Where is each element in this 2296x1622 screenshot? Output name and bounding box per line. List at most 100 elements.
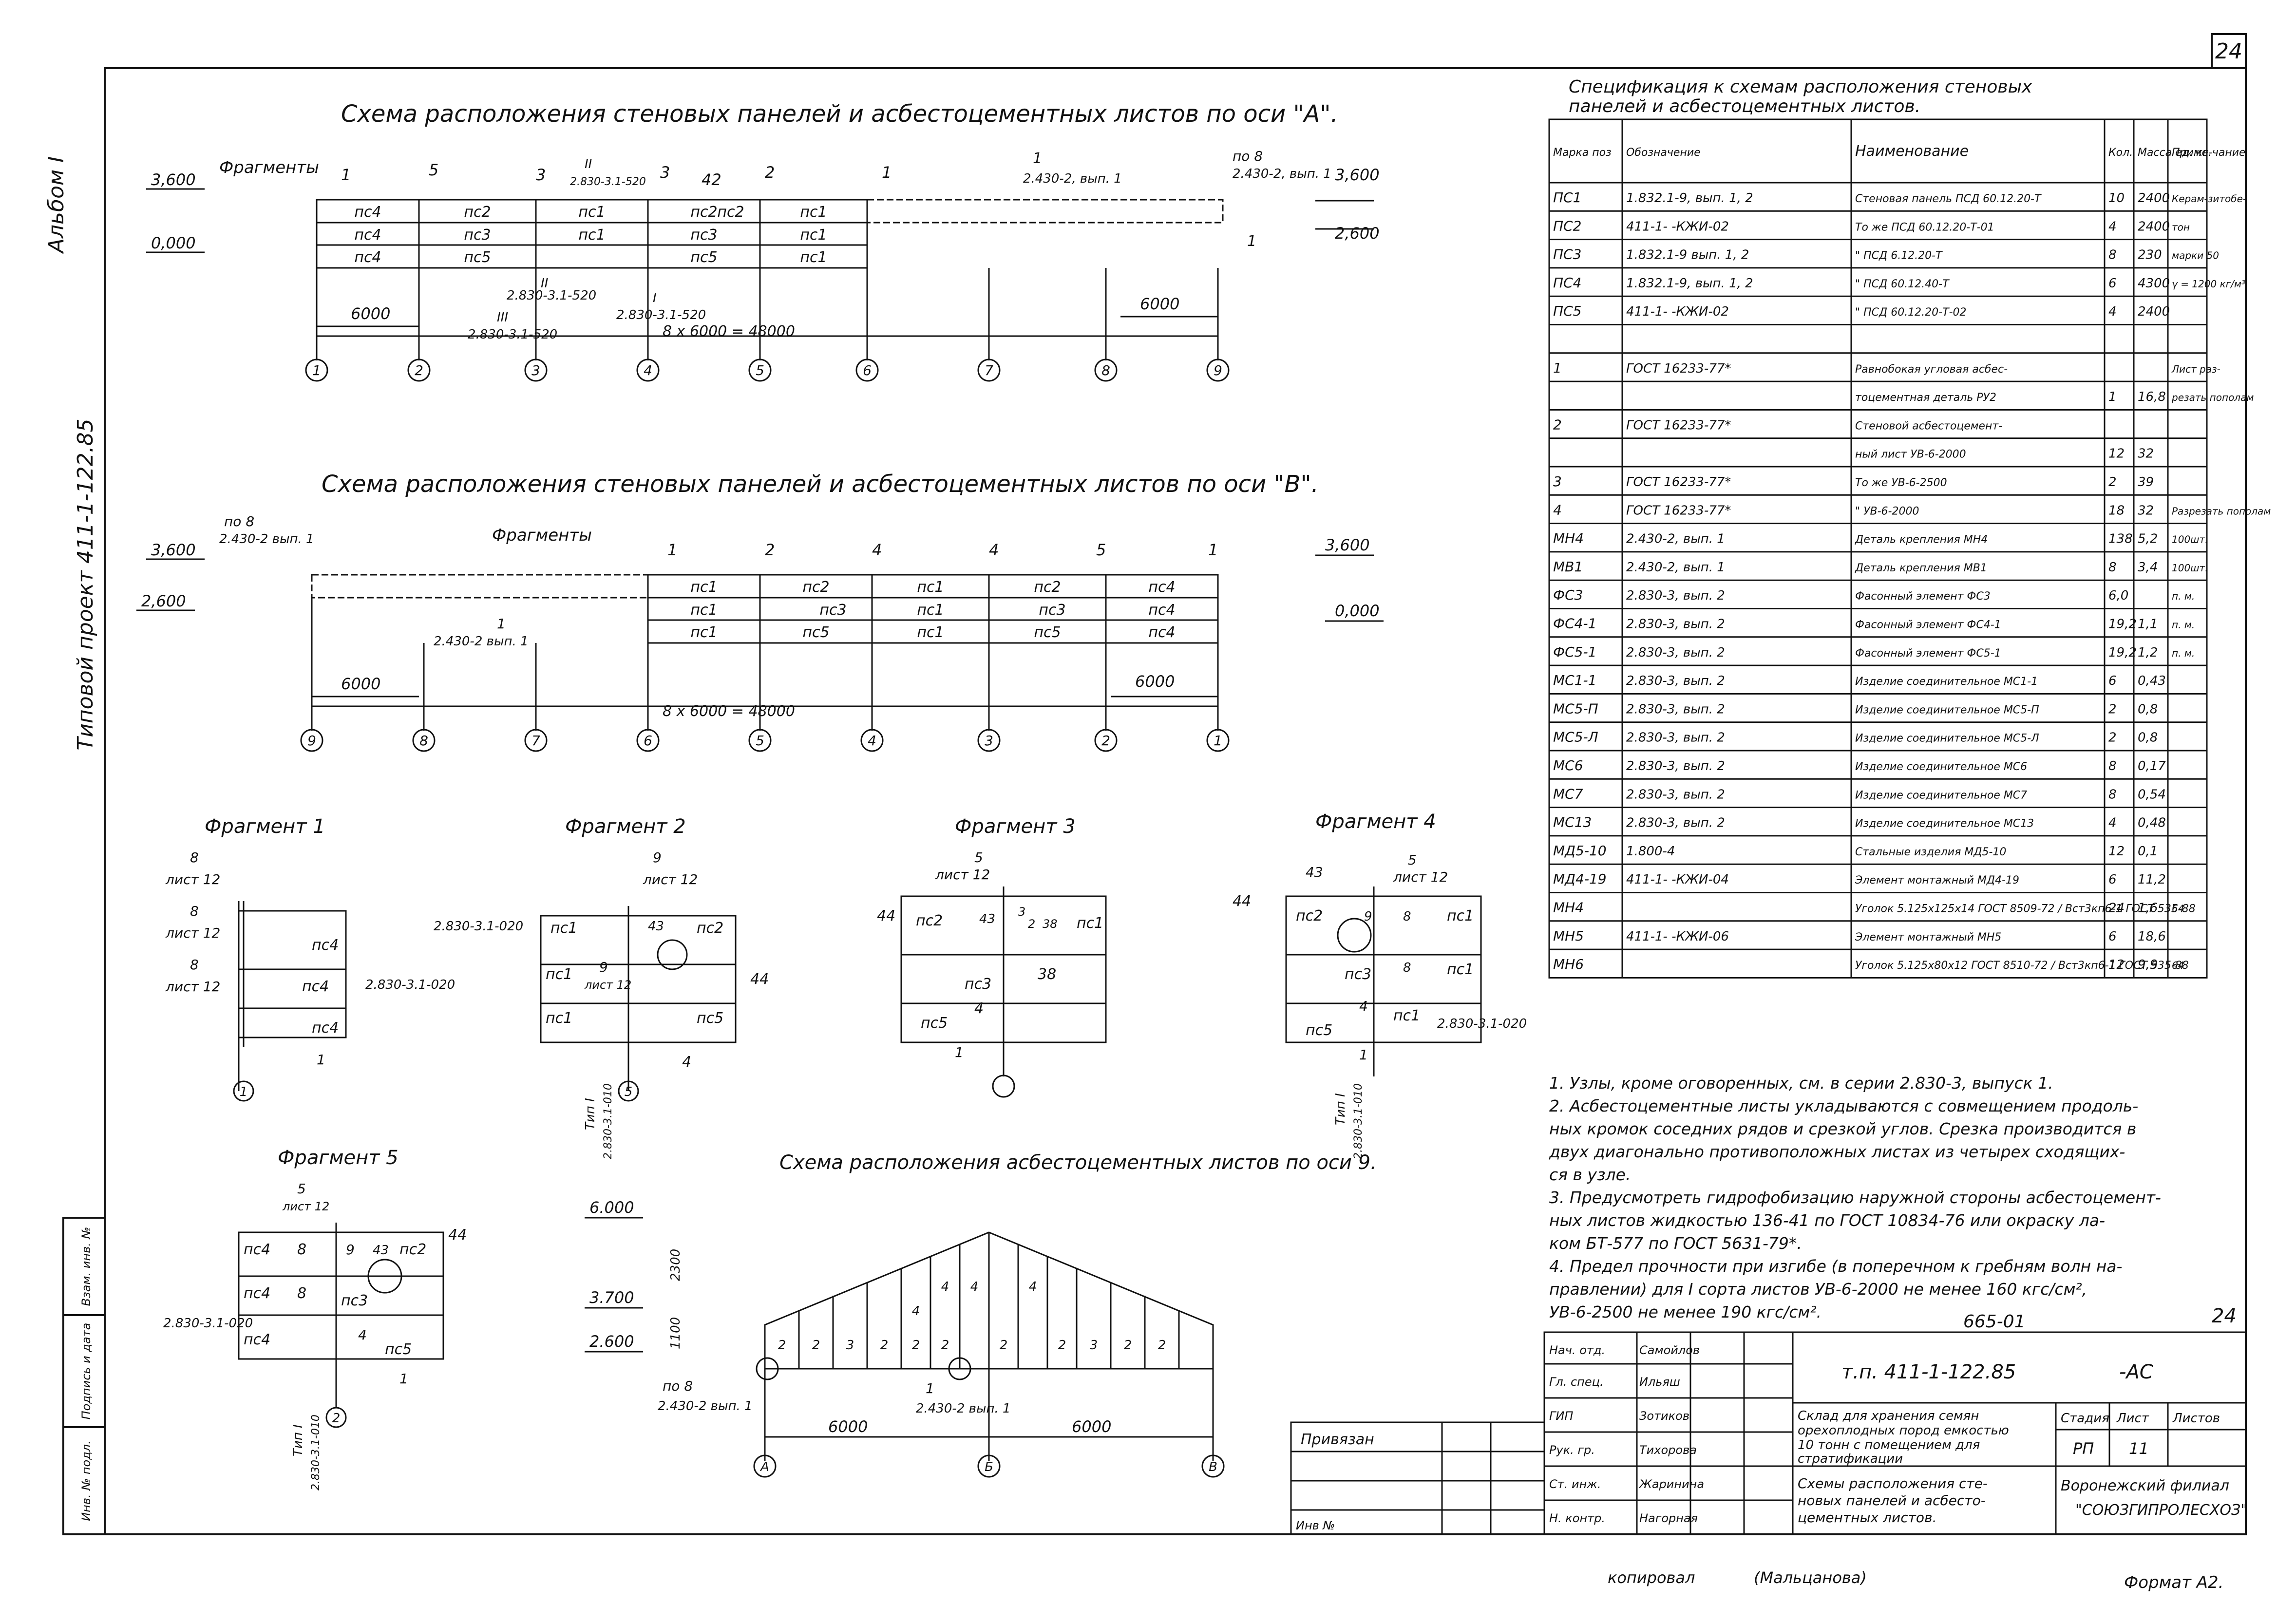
- fragment-label: пс2: [697, 920, 723, 937]
- spec-cell: ФС5-1: [1553, 644, 1596, 660]
- stamp-org-line-2: "СОЮЗГИПРОЛЕСХОЗ": [2075, 1502, 2247, 1519]
- scheme-v-callout-bottom: 1: [497, 616, 506, 632]
- sheet-mark: 2: [1124, 1338, 1132, 1353]
- spec-cell: " ПСД 60.12.40-Т: [1855, 278, 1950, 290]
- spec-cell: МН5: [1553, 928, 1584, 944]
- fragment-label: 3: [1018, 905, 1025, 919]
- scheme-a-fragment-numbers: 1 5 3 3 42 2 1: [341, 161, 892, 189]
- fragment-label: 44: [448, 1226, 467, 1244]
- fragment-label: 8: [1403, 961, 1411, 975]
- spec-cell: 4: [2108, 816, 2117, 830]
- panel-label: пс2: [690, 204, 717, 221]
- fragment-label: 9: [653, 849, 662, 866]
- scheme-v-title: Схема расположения стеновых панелей и ас…: [322, 471, 1319, 498]
- axis-label: Б: [985, 1460, 993, 1474]
- scheme-9-callout-left-ref: 2.430-2 вып. 1: [658, 1399, 753, 1414]
- scheme-v: Схема расположения стеновых панелей и ас…: [136, 471, 1384, 752]
- spec-cell: Фасонный элемент ФС4-1: [1855, 619, 2001, 631]
- panel-label: пс4: [1148, 602, 1175, 619]
- spec-cell: МД4-19: [1553, 871, 1607, 887]
- fragment-3: Фрагмент 3 5 лист 12 44 пс2 43 3 2 38 пс…: [877, 815, 1107, 1098]
- spec-cell: ФС3: [1553, 587, 1583, 603]
- spec-cell: 8: [2108, 248, 2117, 263]
- fragment-label: пс5: [385, 1341, 412, 1358]
- stamp-name: Самойлов: [1639, 1343, 1700, 1357]
- fragment-number: 42: [702, 170, 721, 189]
- spec-cell: 5,2: [2138, 532, 2158, 547]
- spec-cell: Стальные изделия МД5-10: [1855, 846, 2006, 858]
- stamp-object-line: орехоплодных пород емкостью: [1798, 1423, 2009, 1438]
- fragment-label: пс4: [244, 1331, 270, 1348]
- axis-label: 9: [307, 733, 316, 749]
- spec-cell: 1: [1553, 360, 1562, 376]
- fragment-label: пс1: [546, 1010, 572, 1027]
- project-vertical-label: Типовой проект 411-1-122.85: [73, 418, 98, 750]
- spec-cell: 411-1- -КЖИ-06: [1626, 929, 1729, 944]
- stamp-stage: РП: [2073, 1439, 2094, 1458]
- title-block: 665-01 24 т.п. 411-1-: [1290, 1305, 2247, 1535]
- note-line: ных листов жидкостью 136-41 по ГОСТ 1083…: [1549, 1211, 2105, 1230]
- spec-cell: 2.830-3, вып. 2: [1626, 816, 1725, 830]
- scheme-a-node-ref: 2.830-3.1-520: [507, 288, 596, 303]
- fragment-label: лист 12: [935, 867, 990, 883]
- spec-cell: Стеновая панель ПСД 60.12.20-Т: [1855, 193, 2042, 205]
- fragment-label: лист 12: [165, 979, 220, 995]
- stamp-sheet-label: Лист: [2116, 1411, 2149, 1426]
- spec-cell: 9,9: [2138, 958, 2158, 972]
- panel-label: пс4: [354, 226, 381, 244]
- sheet-mark: 2: [912, 1338, 920, 1353]
- axis-label: 2: [415, 362, 423, 378]
- fragment-label: пс1: [1447, 907, 1474, 924]
- fragment-label: 2.830-3.1-020: [434, 919, 523, 934]
- stamp-object-line: стратификации: [1798, 1452, 1903, 1466]
- spec-cell: γ = 1200 кг/м³: [2172, 278, 2245, 290]
- spec-cell: Уголок 5.125х125х14 ГОСТ 8509-72 / Вст3к…: [1855, 903, 2196, 915]
- axis-label: А: [759, 1460, 769, 1474]
- fragment-label: 43: [979, 912, 995, 926]
- spec-cell: 19,2: [2108, 617, 2137, 632]
- spec-cell: 12: [2108, 447, 2125, 461]
- spec-cell: ГОСТ 16233-77*: [1626, 475, 1731, 490]
- spec-cell: тоцементная деталь РУ2: [1855, 392, 1996, 404]
- scheme-v-callout-left-ref: 2.430-2 вып. 1: [219, 532, 314, 547]
- fragment-5-title: Фрагмент 5: [278, 1147, 398, 1169]
- spec-cell: МН4: [1553, 530, 1584, 547]
- sheet-mark: 2: [1058, 1338, 1066, 1353]
- spec-cell: 1.832.1-9 вып. 1, 2: [1626, 248, 1749, 263]
- scheme-a-dim-total: 8 х 6000 = 48000: [663, 323, 795, 340]
- fragment-label: пс3: [965, 976, 991, 993]
- spec-cell: ПС2: [1553, 218, 1581, 234]
- stamp-sheet-num: 24: [2212, 1305, 2237, 1327]
- spec-cell: 2.430-2, вып. 1: [1626, 532, 1725, 547]
- panel-label: пс1: [917, 602, 944, 619]
- scheme-a-node-ref: 2.830-3.1-520: [570, 176, 646, 188]
- fragment-label: пс4: [244, 1285, 270, 1302]
- panel-label: пс1: [800, 226, 827, 244]
- spec-cell: тон: [2172, 221, 2190, 233]
- stamp-drawing-line: Схемы расположения сте-: [1798, 1475, 1988, 1491]
- fragment-5: Фрагмент 5 5 лист 12 пс4 8 9 43 пс2 44 п…: [163, 1147, 467, 1490]
- spec-cell: 8: [2108, 560, 2117, 575]
- sheet-mark: 2: [941, 1338, 949, 1353]
- spec-cell: 2400: [2138, 219, 2170, 234]
- panel-label: пс2: [717, 204, 744, 221]
- stamp-name: Тихорова: [1639, 1443, 1697, 1457]
- fragment-label: 2.830-3.1-020: [1437, 1017, 1527, 1031]
- stamp-role: ГИП: [1549, 1409, 1573, 1423]
- left-strip-cell-2: Подпись и дата: [79, 1323, 93, 1420]
- panel-label: пс3: [464, 226, 491, 244]
- note-line: 2. Асбестоцементные листы укладываются с…: [1549, 1096, 2138, 1115]
- spec-cell: 2.830-3, вып. 2: [1626, 645, 1725, 660]
- panel-label: пс3: [819, 602, 846, 619]
- spec-cell: Уголок 5.125х80х12 ГОСТ 8510-72 / Вст3кп…: [1855, 960, 2189, 972]
- scheme-9-dim-left: 6000: [828, 1417, 868, 1436]
- fragment-label: пс1: [550, 920, 577, 937]
- panel-label: пс5: [690, 249, 717, 266]
- scheme-a-level-right-low: 2,600: [1335, 224, 1380, 243]
- fragment-label: лист 12: [584, 978, 631, 992]
- scheme-v-callout-left: по 8: [224, 513, 254, 529]
- spec-cell: МС5-Л: [1553, 729, 1598, 745]
- note-line: правлении) для I сорта листов УВ-6-2000 …: [1549, 1280, 2087, 1299]
- spec-cell: п. м.: [2172, 619, 2195, 631]
- spec-cell: 1,1: [2138, 617, 2158, 632]
